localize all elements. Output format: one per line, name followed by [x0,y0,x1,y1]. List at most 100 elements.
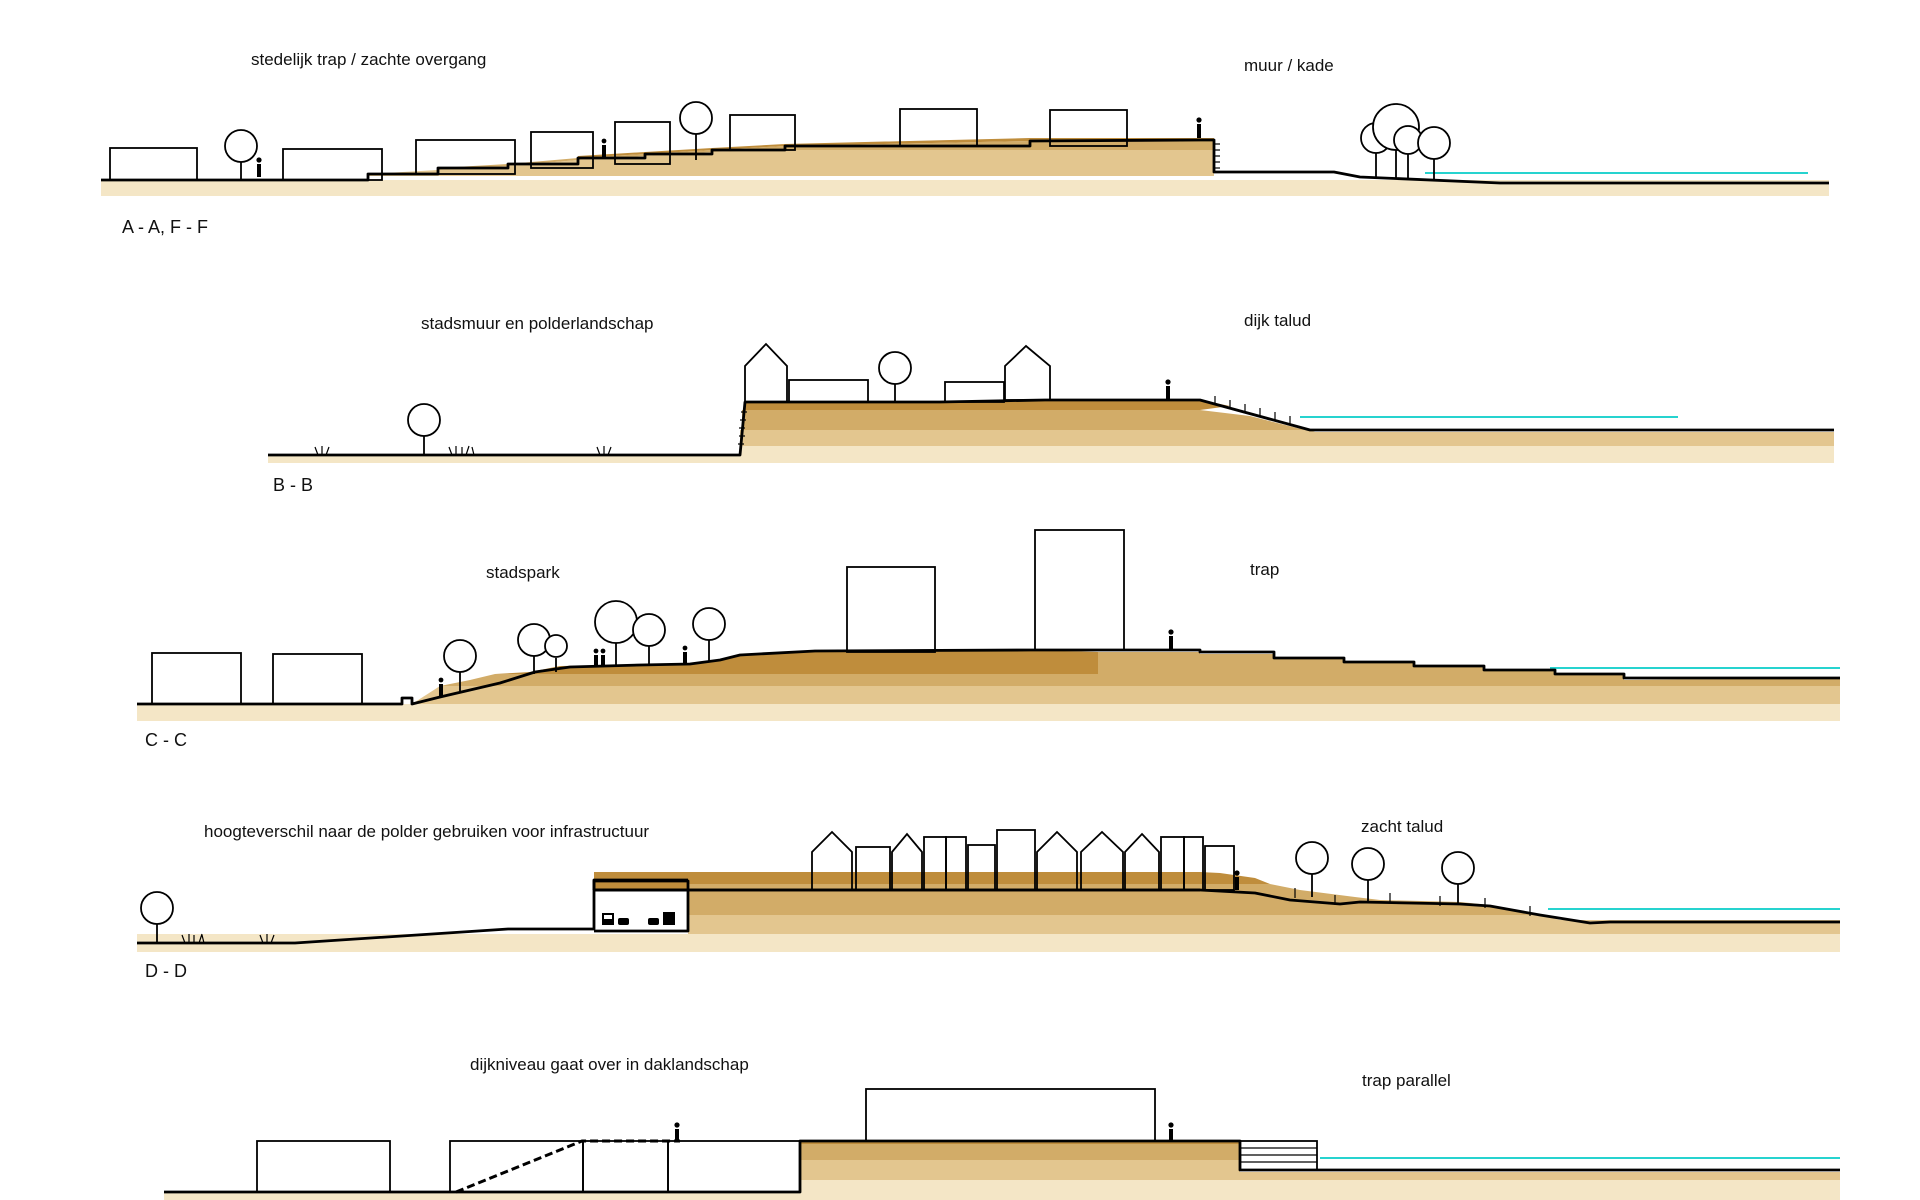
section-aa-ff: stedelijk trap / zachte overgang muur / … [101,50,1829,237]
building [865,1088,1156,1142]
section-aa-ff-label: A - A, F - F [122,217,208,237]
building [729,114,796,151]
building [282,148,383,181]
section-bb-label: B - B [273,475,313,495]
section-dd-left-label: hoogteverschil naar de polder gebruiken … [204,822,649,841]
tree-icon [679,101,713,160]
earth-layer-light [740,430,1834,446]
ground-strip-left [268,456,740,463]
person-icon [674,1122,680,1141]
base-sand-band [101,180,1829,196]
base-sand-band [137,934,1840,952]
earth-layer-light [800,1160,1840,1180]
earth-layer-light [688,915,1840,934]
earth-layer-mid [440,652,1840,686]
person-icon [256,157,262,177]
section-bb-left-label: stadsmuur en polderlandschap [421,314,653,333]
tunnel-roof-fill [594,872,688,898]
section-dd-right-label: zacht talud [1361,817,1443,836]
building [256,1140,391,1193]
earth-layer-mid [438,140,1214,170]
bus-icon [602,913,614,925]
section-bb: stadsmuur en polderlandschap dijk talud … [268,311,1834,495]
quay-wall-hatch [1214,143,1220,169]
ground-profile [137,888,690,945]
ground-profile [268,398,1834,457]
grass-icon [596,446,612,456]
earth-layer-dark [495,650,1098,674]
building [899,108,978,147]
building [151,652,242,705]
building [667,1140,801,1193]
tree-icon [692,607,726,662]
earth-layer-dark [688,872,1270,884]
base-sand-band [740,446,1834,463]
section-ee: dijkniveau gaat over in daklandschap tra… [164,1055,1840,1200]
section-cc-left-label: stadspark [486,563,560,582]
tree-icon [1295,841,1329,897]
building [944,381,1005,403]
person-icon [1168,1122,1174,1141]
tree-icon [443,639,477,692]
city-wall-hatch [738,411,747,445]
building [1049,109,1128,147]
base-sand-band [800,1180,1840,1200]
section-dd-label: D - D [145,961,187,981]
tree-icon [1393,125,1423,179]
tree-icon [1351,847,1385,902]
grass-icon [259,934,275,944]
earth-layer-mid [742,410,1305,430]
tree-icon [1441,851,1475,904]
section-ee-right-label: trap parallel [1362,1071,1451,1090]
tree-icon [224,129,258,180]
building [415,139,516,175]
car-icon [618,918,629,925]
building [788,379,869,403]
dike-slope-ticks [1294,888,1531,916]
dike-profile [594,888,1840,925]
person-icon [600,648,606,667]
car-icon [648,918,659,925]
ground-profile [101,138,1829,185]
earth-layer-light [412,686,1840,704]
grass-icon [181,933,205,944]
tall-building [1034,529,1125,651]
tall-building [846,566,936,653]
person-icon [1165,379,1171,400]
section-bb-right-label: dijk talud [1244,311,1311,330]
person-icon [601,138,607,157]
section-dd: hoogteverschil naar de polder gebruiken … [137,817,1840,981]
earth-layer-mid [800,1144,1240,1160]
person-icon [1168,629,1174,650]
section-aa-ff-left-label: stedelijk trap / zachte overgang [251,50,486,69]
tree-icon [544,634,568,672]
section-ee-left-label: dijkniveau gaat over in daklandschap [470,1055,749,1074]
person-icon [438,677,444,696]
grass-icon [314,446,330,456]
tree-icon [878,351,912,402]
dashed-roof-path [455,1139,680,1194]
building [530,131,594,169]
base-sand-band [137,704,1840,721]
tree-icon [1417,126,1451,180]
house-row [811,829,1235,891]
person-icon [1196,117,1202,138]
section-aa-ff-right-label: muur / kade [1244,56,1334,75]
earth-layer-light [368,150,1214,176]
house [1004,344,1051,401]
building [109,147,198,181]
section-cc-right-label: trap [1250,560,1279,579]
section-cc: stadspark trap C - C [137,529,1840,750]
dike-slope-ticks [1214,396,1291,424]
tree-icon [632,613,666,666]
building [614,121,671,165]
person-icon [593,648,599,667]
tree-icon [407,403,441,455]
person-icon [1234,870,1240,890]
dike-top [592,878,688,890]
parallel-stair [1239,1140,1318,1171]
building [582,1140,669,1193]
earth-layer-mid [688,884,1540,915]
person-icon [682,645,688,664]
